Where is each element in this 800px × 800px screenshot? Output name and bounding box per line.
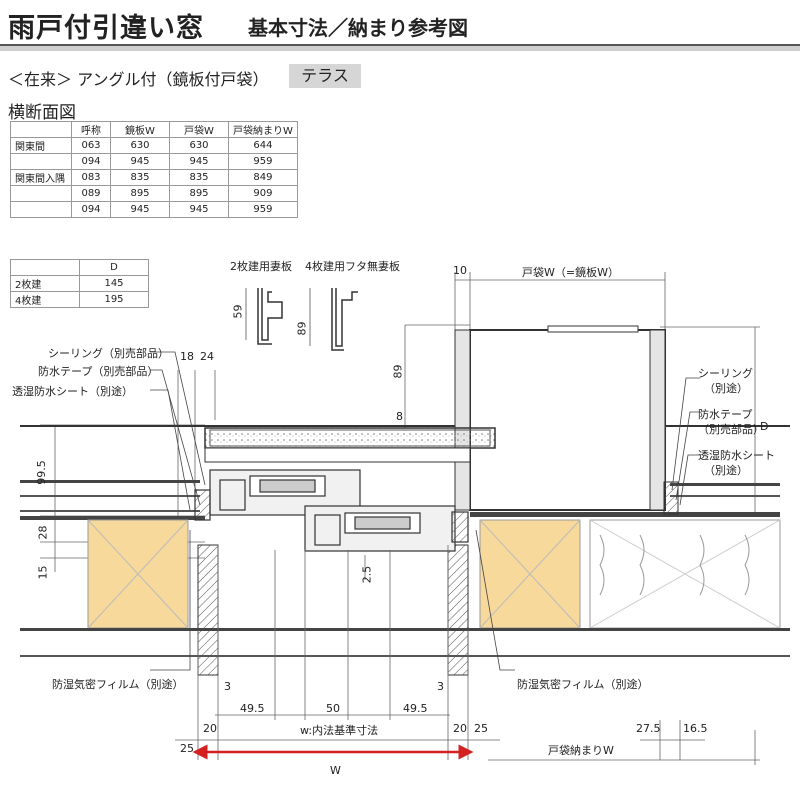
page-subtitle: 基本寸法／納まり参考図 xyxy=(248,16,468,40)
dim-20-right: 20 xyxy=(453,722,467,735)
dim-49-5-right: 49.5 xyxy=(403,702,428,715)
shutter-box xyxy=(469,329,666,511)
table-row: 089 895 895 909 xyxy=(10,185,298,202)
dim-2-5: 2.5 xyxy=(360,565,374,584)
dim-28: 28 xyxy=(36,525,50,540)
table-cell: 959 xyxy=(228,153,298,170)
dim-8: 8 xyxy=(396,410,403,423)
size-table-header: 呼称 鏡板W 戸袋W 戸袋納まりW xyxy=(10,121,298,138)
dim-tobukuro-osamari-w: 戸袋納まりW xyxy=(548,744,614,757)
profile-four-panel xyxy=(331,288,358,351)
dim-3-left: 3 xyxy=(224,680,231,693)
sheet-right-label: 透湿防水シート xyxy=(698,449,775,462)
tape-right-note: （別売部品） xyxy=(698,423,764,436)
table-cell: 195 xyxy=(79,291,149,308)
dim-3-right: 3 xyxy=(437,680,444,693)
dim-D: D xyxy=(760,420,769,433)
table-row: 094 945 945 959 xyxy=(10,201,298,218)
table-cell: 959 xyxy=(228,201,298,218)
spec-line: ＜在来＞ アングル付（鏡板付戸袋） xyxy=(8,70,269,89)
dim-49-5-left: 49.5 xyxy=(240,702,265,715)
table-row: 関東間入隅 083 835 835 849 xyxy=(10,169,298,186)
sealing-left-label: シーリング（別売部品） xyxy=(48,347,169,360)
dim-25-left: 25 xyxy=(180,742,194,755)
dim-20-left: 20 xyxy=(203,722,217,735)
tape-left-label: 防水テープ（別売部品） xyxy=(38,365,159,378)
table-row: 関東間 063 630 630 644 xyxy=(10,137,298,154)
dim-25-right: 25 xyxy=(474,722,488,735)
dim-24: 24 xyxy=(200,350,214,363)
sheet-right-note: （別途） xyxy=(704,464,748,477)
sealing-right-note: （別途） xyxy=(704,382,748,395)
film-right-label: 防湿気密フィルム（別途） xyxy=(517,678,649,691)
terrace-badge: テラス xyxy=(289,64,361,88)
profile-two-panel xyxy=(257,288,283,345)
section-title: 横断面図 xyxy=(8,103,76,123)
dim-89: 89 xyxy=(391,364,405,379)
dim-99-5: 99.5 xyxy=(34,460,48,485)
dim-W: W xyxy=(330,764,341,777)
sealing-right-label: シーリング xyxy=(698,367,753,380)
d-table: D 2枚建 145 4枚建 195 xyxy=(10,259,149,308)
sheet-left-label: 透湿防水シート（別途） xyxy=(12,385,133,398)
dim-15: 15 xyxy=(36,565,50,580)
table-cell: 945 xyxy=(169,201,229,218)
dim-89-profile: 89 xyxy=(295,321,309,336)
size-table: 呼称 鏡板W 戸袋W 戸袋納まりW 関東間 063 630 630 644 09… xyxy=(10,121,298,218)
table-cell: 945 xyxy=(110,201,170,218)
profile-four-panel-label: 4枚建用フタ無妻板 xyxy=(305,260,400,273)
table-row: 4枚建 195 xyxy=(10,291,149,308)
dim-10: 10 xyxy=(453,264,467,277)
dim-18: 18 xyxy=(180,350,194,363)
tape-right-label: 防水テープ xyxy=(698,408,753,421)
header-rule xyxy=(0,44,800,46)
dim-59: 59 xyxy=(231,304,245,319)
dim-inner-w: w:内法基準寸法 xyxy=(300,724,379,737)
dim-50: 50 xyxy=(326,702,340,715)
table-row: 094 945 945 959 xyxy=(10,153,298,170)
dim-tobukuro-w: 戸袋W（=鏡板W） xyxy=(522,266,619,279)
rail-housing xyxy=(204,427,496,449)
dim-16-5: 16.5 xyxy=(683,722,708,735)
table-row: 2枚建 145 xyxy=(10,275,149,292)
d-table-header: D xyxy=(10,259,149,276)
film-left-label: 防湿気密フィルム（別途） xyxy=(52,678,184,691)
page-title: 雨戸付引違い窓 xyxy=(8,13,204,44)
dim-27-5: 27.5 xyxy=(636,722,661,735)
header-rule-shadow xyxy=(0,46,800,51)
profile-two-panel-label: 2枚建用妻板 xyxy=(230,260,292,273)
